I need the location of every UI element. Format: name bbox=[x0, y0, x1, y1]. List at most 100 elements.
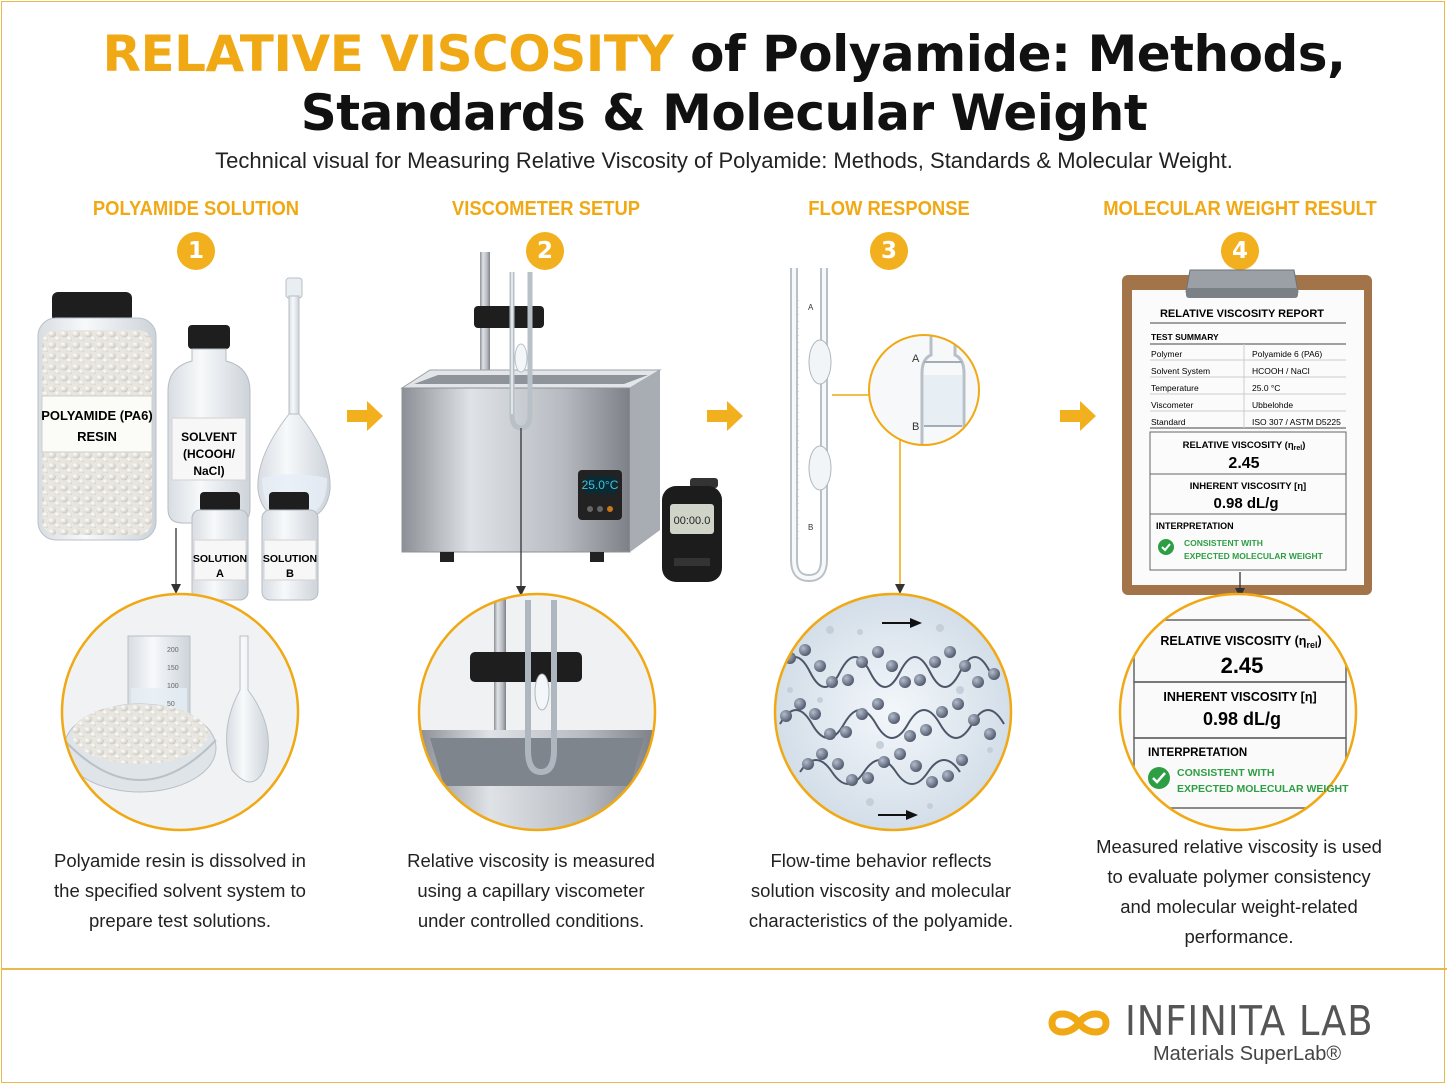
caption-line: Polyamide resin is dissolved in bbox=[54, 850, 306, 871]
zoom-mark-b: B bbox=[912, 421, 919, 433]
solution-b-label-line-1: SOLUTION bbox=[263, 553, 317, 565]
report-row-value: Polyamide 6 (PA6) bbox=[1252, 349, 1322, 359]
stopwatch-icon bbox=[662, 478, 722, 582]
caption-line: the specified solvent system to bbox=[54, 880, 306, 901]
detail-rv-value: 2.45 bbox=[1221, 653, 1264, 678]
step-2-title: VISCOMETER SETUP bbox=[451, 198, 641, 220]
caption-line: Measured relative viscosity is used bbox=[1096, 836, 1382, 857]
brand-logo: INFINITA LAB Materials SuperLab® bbox=[1040, 995, 1400, 1075]
solvent-label-line-2: (HCOOH/ bbox=[183, 447, 236, 461]
zoom-mark-a: A bbox=[912, 353, 920, 365]
caption-line: Flow-time behavior reflects bbox=[770, 850, 992, 871]
report-row-label: Temperature bbox=[1151, 383, 1199, 393]
flow-arrow-icon bbox=[707, 401, 743, 431]
caption-line: prepare test solutions. bbox=[88, 910, 272, 931]
resin-jar bbox=[37, 292, 157, 541]
caption-line: Relative viscosity is measured bbox=[407, 850, 655, 871]
step-1-caption: Polyamide resin is dissolved in the spec… bbox=[30, 846, 330, 936]
footer-divider bbox=[1, 968, 1447, 970]
step-1-number-badge: 1 bbox=[177, 232, 215, 270]
step-3-title: FLOW RESPONSE bbox=[808, 198, 970, 220]
step-1-detail-circle bbox=[60, 592, 300, 832]
report-row-label: Standard bbox=[1151, 417, 1186, 427]
report-rv-value: 2.45 bbox=[1228, 455, 1259, 472]
solution-b-vial bbox=[261, 492, 319, 601]
step-2-detail-circle bbox=[417, 592, 657, 832]
step-4-caption: Measured relative viscosity is used to e… bbox=[1074, 832, 1404, 952]
step-1-title: POLYAMIDE SOLUTION bbox=[92, 198, 300, 220]
solution-b-label-line-2: B bbox=[286, 568, 294, 580]
report-summary-heading: TEST SUMMARY bbox=[1151, 332, 1219, 342]
report-row-label: Solvent System bbox=[1151, 366, 1210, 376]
jar-label-line-2: RESIN bbox=[77, 429, 117, 444]
infinity-logo-icon bbox=[1048, 1010, 1110, 1036]
beaker-tick-label: 50 bbox=[167, 701, 175, 708]
report-interpretation-line-2: EXPECTED MOLECULAR WEIGHT bbox=[1184, 551, 1324, 561]
jar-label-line-1: POLYAMIDE (PA6) bbox=[41, 408, 153, 423]
process-illustration: POLYAMIDE (PA6) RESIN SOLVENT (HCOOH/ Na… bbox=[37, 252, 1372, 832]
report-row-label: Polymer bbox=[1151, 349, 1182, 359]
brand-name: INFINITA LAB bbox=[1125, 997, 1374, 1045]
caption-line: and molecular weight-related bbox=[1120, 896, 1358, 917]
solution-a-label-line-1: SOLUTION bbox=[193, 553, 247, 565]
step-2-number-badge: 2 bbox=[526, 232, 564, 270]
report-row-value: HCOOH / NaCl bbox=[1252, 366, 1310, 376]
step-2-caption: Relative viscosity is measured using a c… bbox=[381, 846, 681, 936]
report-interpretation-line-1: CONSISTENT WITH bbox=[1184, 538, 1263, 548]
callout-pointer bbox=[516, 428, 526, 596]
flow-arrow-icon bbox=[347, 401, 383, 431]
solvent-label-line-1: SOLVENT bbox=[181, 430, 237, 444]
caption-line: to evaluate polymer consistency bbox=[1107, 866, 1371, 887]
tube-mark-a: A bbox=[808, 303, 814, 312]
beaker-tick-label: 100 bbox=[167, 683, 179, 690]
report-interpretation-heading: INTERPRETATION bbox=[1156, 521, 1234, 531]
step-3-number-badge: 3 bbox=[870, 232, 908, 270]
callout-pointer bbox=[171, 528, 181, 594]
title-rest: of Polyamide: Methods, bbox=[673, 25, 1346, 83]
detail-interpretation-heading: INTERPRETATION bbox=[1148, 747, 1247, 759]
zoom-connector bbox=[832, 394, 905, 594]
capillary-viscometer bbox=[790, 268, 832, 583]
report-title: RELATIVE VISCOSITY REPORT bbox=[1160, 308, 1324, 320]
detail-iv-value: 0.98 dL/g bbox=[1203, 709, 1281, 729]
report-iv-label: INHERENT VISCOSITY [η] bbox=[1190, 481, 1306, 492]
solvent-bottle bbox=[167, 325, 251, 524]
bath-temperature-display: 25.0°C bbox=[582, 478, 619, 492]
beaker-tick-label: 150 bbox=[167, 665, 179, 672]
report-row-label: Viscometer bbox=[1151, 400, 1194, 410]
page-title-line-1: RELATIVE VISCOSITY of Polyamide: Methods… bbox=[0, 25, 1448, 83]
step-3-caption: Flow-time behavior reflects solution vis… bbox=[731, 846, 1031, 936]
detail-interpretation-line-2: EXPECTED MOLECULAR WEIGHT bbox=[1177, 783, 1349, 795]
step-4-title: MOLECULAR WEIGHT RESULT bbox=[1103, 198, 1377, 220]
clipboard bbox=[1122, 269, 1372, 595]
volumetric-flask bbox=[257, 277, 331, 523]
flow-zoom-circle bbox=[868, 334, 980, 446]
report-row-value: Ubbelohde bbox=[1252, 400, 1293, 410]
detail-iv-label: INHERENT VISCOSITY [η] bbox=[1163, 690, 1316, 704]
page-title-line-2: Standards & Molecular Weight bbox=[300, 84, 1148, 142]
report-row-value: ISO 307 / ASTM D5225 bbox=[1252, 417, 1341, 427]
report-rv-label: RELATIVE VISCOSITY (ηrel) bbox=[1183, 440, 1306, 452]
brand-tagline: Materials SuperLab® bbox=[1153, 1043, 1342, 1065]
solution-a-vial bbox=[191, 492, 249, 601]
step-3-detail-circle bbox=[773, 592, 1013, 832]
caption-line: using a capillary viscometer bbox=[417, 880, 645, 901]
stopwatch-display: 00:00.0 bbox=[674, 515, 711, 527]
detail-rv-label: RELATIVE VISCOSITY (ηrel) bbox=[1160, 634, 1321, 650]
report-row-value: 25.0 °C bbox=[1252, 383, 1280, 393]
caption-line: performance. bbox=[1184, 926, 1294, 947]
tube-mark-b: B bbox=[808, 523, 813, 532]
flow-arrow-icon bbox=[1060, 401, 1096, 431]
caption-line: under controlled conditions. bbox=[417, 910, 645, 931]
solvent-label-line-3: NaCl) bbox=[193, 464, 224, 478]
step-4-number-badge: 4 bbox=[1221, 232, 1259, 270]
title-accent: RELATIVE VISCOSITY bbox=[102, 25, 674, 83]
caption-line: characteristics of the polyamide. bbox=[748, 910, 1014, 931]
report-iv-value: 0.98 dL/g bbox=[1213, 495, 1278, 512]
caption-line: solution viscosity and molecular bbox=[750, 880, 1012, 901]
water-bath bbox=[400, 252, 662, 562]
solution-a-label-line-2: A bbox=[216, 568, 224, 580]
page-subtitle: Technical visual for Measuring Relative … bbox=[215, 148, 1233, 173]
beaker-tick-label: 200 bbox=[167, 647, 179, 654]
